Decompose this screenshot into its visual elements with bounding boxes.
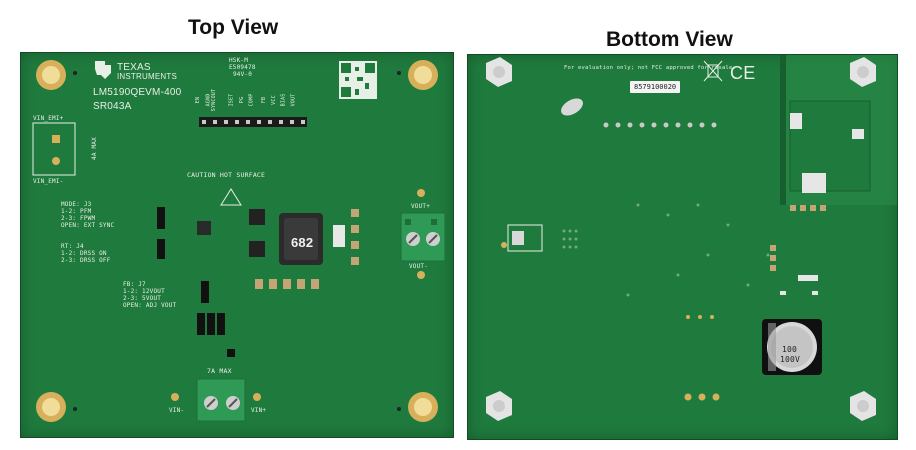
pin-header-j8 (199, 117, 307, 127)
weee-bin-icon (703, 60, 723, 82)
vout-minus-label: VOUT- (409, 263, 429, 270)
rt-line-0: RT: J4 (61, 243, 84, 250)
header-pin-0: EN (195, 96, 202, 104)
brand-name-line2: INSTRUMENTS (117, 72, 177, 81)
ce-mark: CE (730, 63, 756, 83)
caution-label: CAUTION HOT SURFACE (187, 171, 266, 179)
standoff-bl (486, 391, 512, 421)
hsk-label: HSK-M (229, 57, 249, 64)
bottom-board-graphics (486, 55, 897, 421)
board-revision: SR043A (93, 101, 132, 112)
standoff-br (850, 391, 876, 421)
serial-number-label: 8579100020 (630, 81, 681, 93)
mounting-hole-bl (36, 392, 66, 422)
vin-amp-rating: 7A MAX (207, 367, 232, 375)
header-pin-9: VOUT (290, 93, 297, 107)
bottom-view-board: For evaluation only; not FCC approved fo… (467, 54, 898, 440)
fb-line-3: OPEN: ADJ VOUT (123, 302, 177, 309)
header-pin-2: SYNCOUT (211, 88, 218, 112)
ti-logo-icon (95, 61, 111, 79)
vin-plus-label: VIN+ (251, 407, 267, 414)
pin-header-bottom (603, 122, 717, 128)
mode-line-0: MODE: J3 (61, 201, 92, 208)
controller-ic (197, 221, 211, 235)
mounting-hole-br (408, 392, 438, 422)
header-pin-6: FB (261, 96, 268, 104)
fb-line-1: 1-2: 12VOUT (123, 288, 165, 295)
vin-minus-label: VIN- (169, 407, 185, 414)
top-view-board: TEXAS INSTRUMENTS LM5190QEVM-400 SR043A … (20, 52, 454, 438)
brand-name-line1: TEXAS (117, 62, 151, 73)
top-view-title: Top View (188, 16, 279, 39)
vin-emi-minus-label: VIN_EMI- (33, 178, 64, 185)
vin-terminal-block (196, 378, 246, 422)
header-pin-7: VCC (270, 95, 277, 105)
fb-line-2: 2-3: 5VOUT (123, 295, 162, 302)
capacitor-value: 100 (782, 345, 798, 354)
rt-line-2: 2-3: DRSS OFF (61, 257, 111, 264)
bottom-view-title: Bottom View (606, 28, 733, 51)
vin-emi-plus-label: VIN_EMI+ (33, 115, 64, 122)
header-pin-4: PG (239, 96, 246, 104)
header-pin-5: COMP (248, 93, 255, 107)
top-board-graphics (32, 60, 446, 422)
mounting-hole-tl (36, 60, 66, 90)
emi-amp-rating: 4A MAX (90, 137, 98, 160)
mode-line-2: 2-3: FPWM (61, 215, 96, 222)
qr-code (339, 61, 377, 99)
electrolytic-capacitor (762, 319, 822, 375)
mode-line-1: 1-2: PFM (61, 208, 92, 215)
standoff-tl (486, 57, 512, 87)
fb-line-0: FB: J7 (123, 281, 146, 288)
vout-plus-label: VOUT+ (411, 203, 431, 210)
inductor-code: 682 (291, 235, 314, 250)
header-pin-8: BIAS (280, 93, 287, 107)
rt-line-1: 1-2: DRSS ON (61, 250, 107, 257)
evaluation-notice: For evaluation only; not FCC approved fo… (564, 65, 737, 71)
mounting-hole-tr (408, 60, 438, 90)
rating-label: 94V-0 (233, 71, 253, 78)
standoff-tr (850, 57, 876, 87)
model-number: LM5190QEVM-400 (93, 87, 182, 98)
header-pin-3: ISET (228, 93, 235, 107)
capacitor-voltage: 100V (780, 355, 801, 364)
power-inductor (279, 213, 323, 265)
mode-line-3: OPEN: EXT SYNC (61, 222, 115, 229)
vout-terminal-block (400, 212, 446, 262)
lot-label: E509478 (229, 64, 256, 71)
